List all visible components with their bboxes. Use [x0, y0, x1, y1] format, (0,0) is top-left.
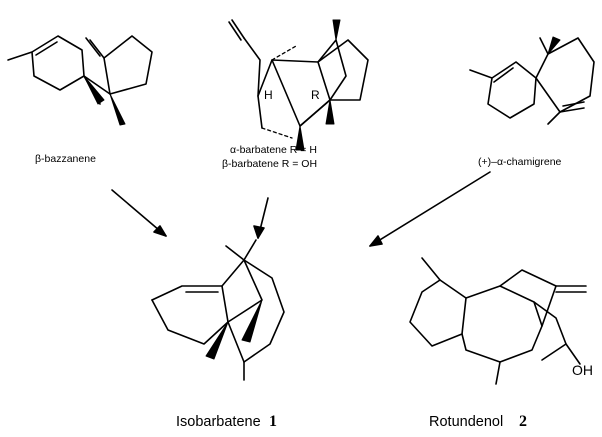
isobarbatene-structure — [151, 239, 285, 381]
rotundenol-structure — [409, 257, 587, 385]
chamigrene-structure — [469, 37, 595, 125]
rotundenol-label: Rotundenol — [429, 414, 504, 430]
bazzanene-label: β-bazzanene — [35, 153, 96, 165]
rotundenol-atom-oh: OH — [572, 362, 593, 378]
alpha-barbatene-label: α-barbatene R = H — [230, 144, 317, 156]
barbatene-atom-r: R — [311, 88, 320, 102]
bazzanene-structure — [7, 35, 153, 105]
beta-barbatene-label: β-barbatene R = OH — [222, 158, 318, 170]
rotundenol-number: 2 — [519, 413, 527, 430]
barbatene-hashed-bonds — [261, 45, 297, 139]
reaction-arrows — [111, 171, 491, 247]
chamigrene-label: (+)–α-chamigrene — [478, 156, 562, 168]
isobarbatene-label: Isobarbatene — [176, 414, 261, 430]
isobarbatene-number: 1 — [269, 413, 277, 430]
barbatene-structure — [228, 19, 369, 129]
barbatene-atom-h: H — [264, 88, 273, 102]
